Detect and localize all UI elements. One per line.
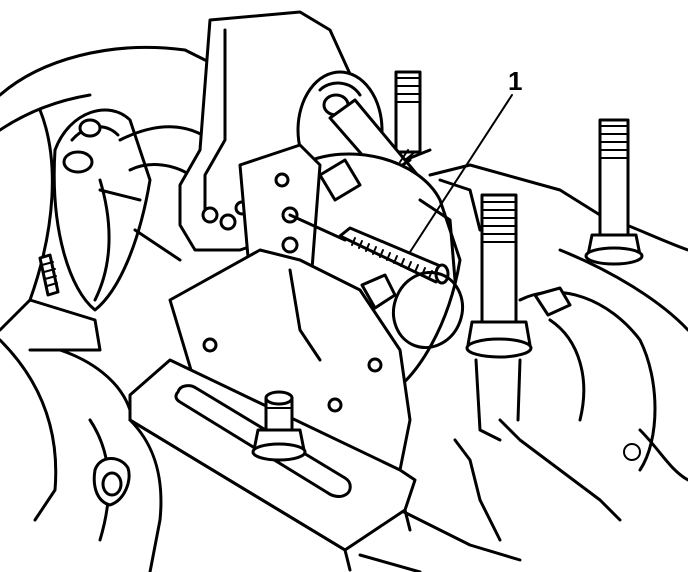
engine-block-left: [0, 45, 207, 572]
locking-pin-tool: [288, 213, 464, 350]
stud-left: [38, 253, 60, 297]
crank-flange: [52, 108, 212, 312]
stud-right-far: [584, 118, 644, 266]
crank-lobe-left: [92, 457, 131, 507]
callout-number-1: 1: [508, 66, 522, 96]
engine-block-right: [358, 163, 688, 572]
base-bolt: [251, 390, 307, 462]
callout-leader-line: [409, 94, 513, 253]
stud-right-near: [465, 193, 533, 442]
